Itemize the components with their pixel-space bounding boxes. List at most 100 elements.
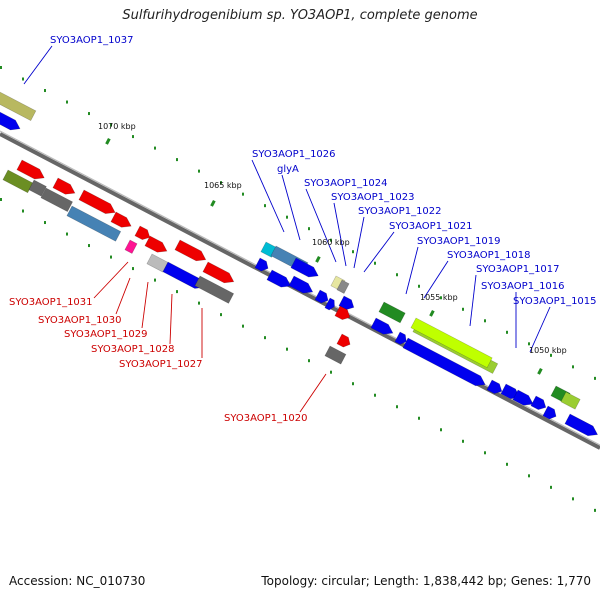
scale-tick: [594, 376, 596, 380]
gene-feature: [110, 211, 132, 228]
gene-feature: [394, 331, 407, 345]
gene-feature: [0, 109, 21, 131]
gene-label-top: SYO3AOP1_1037: [50, 35, 134, 46]
gene-feature: [564, 413, 599, 437]
label-leader-line: [363, 231, 395, 273]
gene-feature: [40, 187, 73, 213]
scale-tick: [176, 290, 178, 294]
gene-feature: [370, 317, 394, 335]
gene-label-top: SYO3AOP1_1022: [358, 206, 442, 217]
scale-tick: [66, 232, 68, 236]
gene-feature: [124, 239, 138, 254]
gene-label-top: SYO3AOP1_1026: [252, 149, 336, 160]
scale-tick: [110, 255, 112, 259]
major-scale-tick: [315, 255, 321, 263]
scale-tick: [264, 336, 266, 340]
scale-tick: [22, 77, 24, 81]
map-title: Sulfurihydrogenibium sp. YO3AOP1, comple…: [122, 8, 478, 23]
gene-label-bottom: SYO3AOP1_1029: [64, 329, 148, 340]
label-leader-line: [281, 174, 301, 241]
accession-text: Accession: NC_010730: [9, 574, 146, 588]
gene-feature: [290, 257, 319, 278]
gene-feature: [288, 275, 314, 294]
scale-tick: [154, 278, 156, 282]
scale-tick: [330, 370, 332, 374]
label-leader-line: [251, 159, 285, 233]
label-leader-line: [169, 293, 173, 345]
label-leader-line: [93, 261, 129, 299]
label-leader-line: [469, 274, 477, 327]
scale-tick: [484, 451, 486, 455]
scale-tick: [88, 112, 90, 116]
scale-tick: [220, 313, 222, 317]
gene-label-bottom: SYO3AOP1_1020: [224, 413, 308, 424]
scale-tick: [374, 261, 376, 265]
gene-feature: [486, 379, 503, 394]
kbp-label: 1060 kbp: [312, 238, 350, 247]
gene-feature: [78, 189, 116, 214]
gene-feature: [560, 391, 581, 410]
scale-tick: [132, 135, 134, 139]
scale-tick: [308, 359, 310, 363]
gene-feature: [402, 337, 486, 387]
gene-label-top: SYO3AOP1_1015: [513, 296, 597, 307]
gene-feature: [324, 297, 335, 311]
scale-tick: [484, 319, 486, 323]
gene-feature: [146, 253, 169, 273]
gene-feature: [530, 395, 547, 410]
kbp-label: 1070 kbp: [98, 122, 136, 131]
scale-tick: [220, 181, 222, 185]
gene-feature: [512, 389, 534, 406]
gene-label-top: SYO3AOP1_1024: [304, 178, 388, 189]
major-scale-tick: [105, 138, 111, 145]
gene-feature: [336, 279, 350, 294]
scale-tick: [330, 238, 332, 242]
scale-tick: [308, 227, 310, 231]
major-scale-tick: [429, 310, 435, 317]
scale-tick: [66, 100, 68, 104]
gene-feature: [334, 305, 351, 320]
major-scale-tick: [537, 368, 543, 375]
scale-tick: [22, 209, 24, 213]
gene-feature: [16, 159, 45, 180]
scale-tick: [286, 347, 288, 351]
gene-feature: [134, 225, 151, 240]
label-leader-line: [141, 281, 149, 329]
gene-feature: [194, 275, 235, 304]
gene-label-top: SYO3AOP1_1021: [389, 221, 473, 232]
gene-feature: [324, 345, 347, 365]
scale-tick: [528, 342, 530, 346]
gene-label-top: SYO3AOP1_1019: [417, 236, 501, 247]
scale-tick: [352, 250, 354, 254]
scale-tick: [286, 215, 288, 219]
gene-label-bottom: SYO3AOP1_1030: [38, 315, 122, 326]
scale-tick: [176, 158, 178, 162]
kbp-label: 1055 kbp: [420, 293, 458, 302]
gene-feature: [410, 317, 493, 369]
gene-label-top: SYO3AOP1_1016: [481, 281, 565, 292]
scale-tick: [0, 66, 2, 69]
scale-tick: [352, 382, 354, 386]
scale-tick: [550, 353, 552, 357]
scale-tick: [264, 204, 266, 208]
gene-feature: [66, 205, 122, 242]
gene-feature: [0, 89, 37, 122]
label-leader-line: [423, 260, 449, 299]
scale-tick: [440, 296, 442, 300]
scale-tick: [440, 428, 442, 432]
scale-tick: [242, 324, 244, 328]
scale-tick: [242, 192, 244, 196]
scale-tick: [110, 123, 112, 127]
scale-tick: [132, 267, 134, 271]
gene-label-top: SYO3AOP1_1017: [476, 264, 560, 275]
scale-tick: [88, 244, 90, 248]
gene-label-top: glyA: [277, 164, 299, 175]
label-leader-line: [115, 277, 131, 315]
scale-tick: [0, 198, 2, 201]
label-leader-line: [299, 373, 327, 413]
scale-tick: [462, 439, 464, 443]
gene-feature: [542, 405, 557, 420]
label-leader-line: [529, 306, 551, 353]
